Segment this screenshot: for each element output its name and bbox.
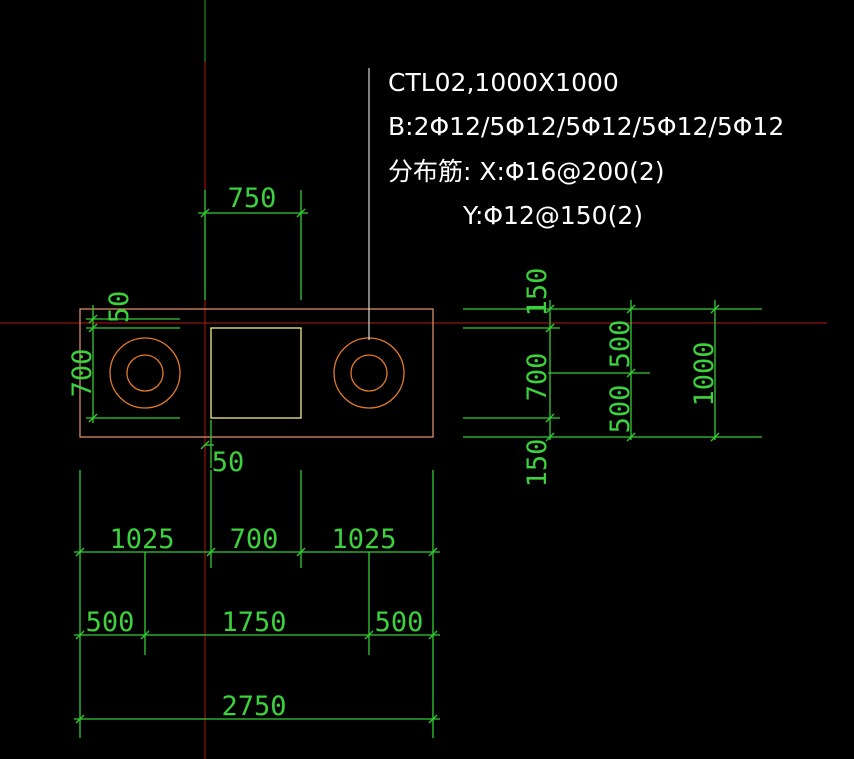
dim-side — [463, 300, 762, 442]
dim-row-2 — [74, 552, 440, 655]
dim-side-mid-label: 700 — [522, 353, 553, 402]
dim-top-width — [198, 190, 308, 300]
dim-bottom-offset — [200, 420, 214, 468]
dim-row-1-c-label: 1025 — [331, 524, 396, 555]
annotation-line-1: CTL02,1000X1000 — [388, 68, 619, 97]
dim-row-1 — [74, 470, 440, 738]
annotation-line-4: Y:Φ12@150(2) — [462, 201, 643, 230]
dim-side-bottom-label: 150 — [522, 439, 553, 488]
dim-side-lower-label: 500 — [605, 385, 636, 434]
dim-row-1-b-label: 700 — [230, 524, 279, 555]
column-outline — [210, 327, 302, 419]
dim-top-width-label: 750 — [228, 183, 277, 214]
dim-row-2-c-label: 500 — [375, 607, 424, 638]
dim-side-upper-label: 500 — [605, 320, 636, 369]
dim-row-2-a-label: 500 — [86, 607, 135, 638]
dim-row-2-b-label: 1750 — [221, 607, 286, 638]
dim-total — [74, 714, 440, 724]
dim-total-label: 2750 — [221, 691, 286, 722]
dim-top-offset — [86, 305, 180, 423]
dim-side-total-label: 1000 — [689, 341, 720, 406]
dim-left-height-label: 700 — [67, 349, 98, 398]
dim-side-top-label: 150 — [522, 268, 553, 317]
dim-left-height — [86, 323, 180, 423]
dim-row-1-a-label: 1025 — [109, 524, 174, 555]
dim-bottom-offset-label: 50 — [212, 447, 245, 478]
annotation-line-2: B:2Φ12/5Φ12/5Φ12/5Φ12/5Φ12 — [388, 112, 784, 141]
annotation-line-3: 分布筋: X:Φ16@200(2) — [388, 157, 665, 186]
dim-top-offset-label: 50 — [104, 291, 135, 324]
pile-cap-outline — [79, 308, 434, 438]
pile-left — [109, 337, 181, 409]
